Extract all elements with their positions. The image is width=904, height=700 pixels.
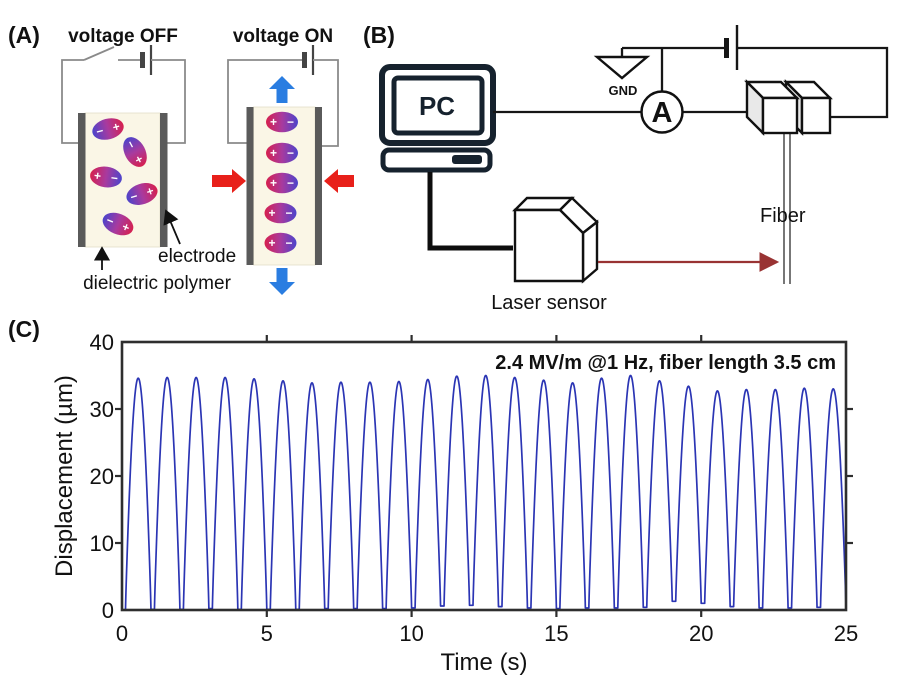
y-tick-label: 40 — [90, 330, 114, 355]
dipole-minus-sign: − — [287, 176, 294, 190]
gnd-label: GND — [609, 83, 638, 98]
dipole-minus-sign: − — [287, 115, 294, 129]
electrode-pointer-arrow-icon — [163, 209, 181, 245]
dipole-off-1: +− — [123, 137, 147, 167]
dipole-minus-sign: − — [110, 171, 119, 186]
electrode-label: electrode — [158, 246, 236, 267]
y-tick-label: 0 — [102, 598, 114, 623]
ammeter-label: A — [652, 97, 673, 129]
circuit-off — [61, 45, 186, 144]
fiber-label: Fiber — [760, 205, 806, 227]
ground-symbol-icon: GND — [593, 48, 651, 98]
laser-sensor-icon — [512, 196, 599, 284]
dipole-on-3: +− — [264, 202, 297, 224]
dipole-plus-sign: + — [111, 119, 121, 134]
panel-a-diagram: (A) voltage OFF voltage ON +−+−+−+−+− — [8, 22, 354, 295]
capacitor-on: +−+−+−+−+− — [246, 106, 322, 266]
compression-arrow-left-icon — [324, 169, 354, 193]
dipole-plus-sign: + — [145, 184, 156, 199]
x-tick-label: 5 — [261, 621, 273, 646]
dipoles-off: +−+−+−+−+− — [90, 118, 158, 236]
dipole-minus-sign: − — [285, 206, 292, 220]
pc-label: PC — [419, 91, 455, 121]
laser-sensor-label: Laser sensor — [491, 292, 607, 314]
dipole-on-1: +− — [266, 142, 298, 164]
battery-short-plate-icon — [302, 52, 307, 68]
battery-icon — [724, 25, 739, 70]
panel-b-diagram: (B) PC GND A — [363, 22, 889, 314]
y-tick-label: 20 — [90, 464, 114, 489]
dipole-off-2: +− — [90, 166, 122, 188]
x-tick-label: 25 — [834, 621, 858, 646]
dipole-plus-sign: + — [270, 176, 277, 190]
dipole-on-4: +− — [264, 232, 297, 254]
voltage-off-title: voltage OFF — [68, 26, 178, 47]
dipole-off-4: +− — [102, 212, 134, 236]
x-tick-label: 20 — [689, 621, 713, 646]
x-tick-label: 0 — [116, 621, 128, 646]
voltage-on-title: voltage ON — [233, 26, 333, 47]
ammeter-icon: A — [640, 90, 684, 134]
fiber-clamp-icon — [744, 79, 833, 284]
dipole-on-0: +− — [266, 111, 298, 133]
chart-plot-area: 0 5 10 15 20 25 0 10 20 30 40 — [90, 330, 859, 646]
electrode-right-off — [160, 113, 168, 247]
electrode-left-off — [78, 113, 86, 247]
pc-to-laser-wire — [427, 172, 513, 251]
dipoles-on: +−+−+−+−+− — [264, 111, 298, 254]
y-tick-label: 30 — [90, 397, 114, 422]
dipole-plus-sign: + — [93, 168, 102, 183]
dipole-off-0: +− — [92, 118, 124, 140]
dipole-minus-sign: − — [128, 189, 139, 204]
pc-icon: PC — [379, 64, 496, 173]
dipole-minus-sign: − — [287, 146, 294, 160]
dipole-minus-sign: − — [285, 236, 292, 250]
dipole-plus-sign: + — [268, 206, 275, 220]
panel-c-label: (C) — [8, 316, 40, 342]
dipole-plus-sign: + — [270, 115, 277, 129]
y-tick-label: 10 — [90, 531, 114, 556]
dipole-minus-sign: − — [104, 213, 116, 229]
compression-arrow-right-icon — [212, 169, 246, 193]
dipole-minus-sign: − — [95, 124, 105, 139]
battery-to-clamp-wire — [737, 46, 889, 119]
circuit-on — [227, 45, 339, 147]
panel-c-chart: (C) 0 5 10 15 20 25 0 10 20 30 40 2.4 MV/m @1 Hz, … — [8, 316, 858, 676]
panel-a-label: (A) — [8, 22, 40, 48]
pc-base-slot — [452, 155, 482, 164]
panel-b-label: (B) — [363, 22, 395, 48]
open-switch-icon — [83, 46, 115, 61]
elongation-arrow-up-icon — [269, 76, 295, 103]
electrode-right-on — [315, 107, 322, 265]
dipole-off-3: +− — [126, 183, 158, 205]
battery-short-plate-icon — [140, 52, 145, 68]
dielectric-polymer-label: dielectric polymer — [83, 273, 231, 294]
x-axis-title: Time (s) — [440, 649, 527, 676]
x-tick-label: 15 — [544, 621, 568, 646]
chart-frame — [120, 340, 848, 612]
x-tick-label: 10 — [399, 621, 423, 646]
y-axis-title: Displacement (µm) — [51, 375, 78, 577]
dipole-plus-sign: + — [268, 236, 275, 250]
dipole-plus-sign: + — [120, 219, 132, 235]
dipole-plus-sign: + — [270, 146, 277, 160]
fiber-icon — [783, 133, 791, 284]
capacitor-off: +−+−+−+−+− — [78, 112, 168, 248]
electrode-left-on — [246, 107, 254, 265]
displacement-waveform — [121, 374, 847, 611]
elongation-arrow-down-icon — [269, 268, 295, 295]
dipole-on-2: +− — [266, 172, 298, 194]
chart-annotation: 2.4 MV/m @1 Hz, fiber length 3.5 cm — [495, 352, 836, 374]
